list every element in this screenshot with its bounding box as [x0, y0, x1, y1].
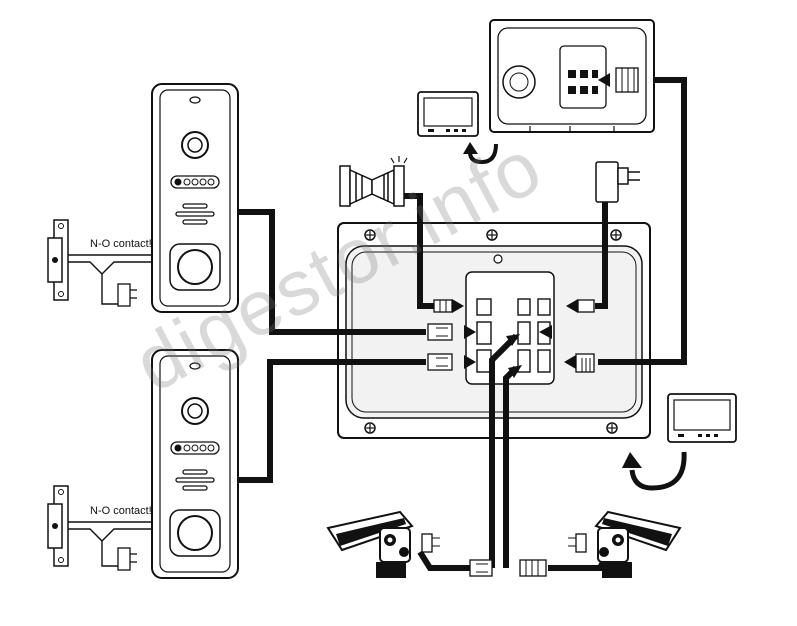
monitor-icon [417, 91, 479, 137]
electric-lock-icon [47, 485, 69, 567]
wire-monitor [598, 77, 687, 365]
electric-lock-icon [47, 219, 69, 301]
wire-siren [402, 193, 438, 309]
wire-cam-l-tail [417, 550, 470, 571]
wire-door-top [236, 209, 426, 335]
rotate-arrow-icon [629, 451, 687, 491]
monitor-icon [489, 19, 655, 133]
monitor-icon [667, 393, 737, 443]
power-adapter-icon [117, 283, 137, 571]
power-adapter-icon [595, 161, 640, 203]
cctv-camera-icon [326, 510, 440, 578]
distribution-box-icon [337, 222, 651, 439]
cctv-camera-icon [568, 510, 682, 578]
rotate-arrow-icon [468, 143, 498, 165]
contact-label-top: N-O contact! [90, 238, 152, 250]
contact-label-bottom: N-O contact! [90, 505, 152, 517]
wire-power [595, 200, 608, 309]
door-station-icon [151, 83, 239, 313]
siren-icon [339, 165, 405, 207]
wire-door-bottom [236, 359, 426, 483]
wire-camera-left [489, 333, 519, 568]
door-station-icon [151, 349, 239, 579]
